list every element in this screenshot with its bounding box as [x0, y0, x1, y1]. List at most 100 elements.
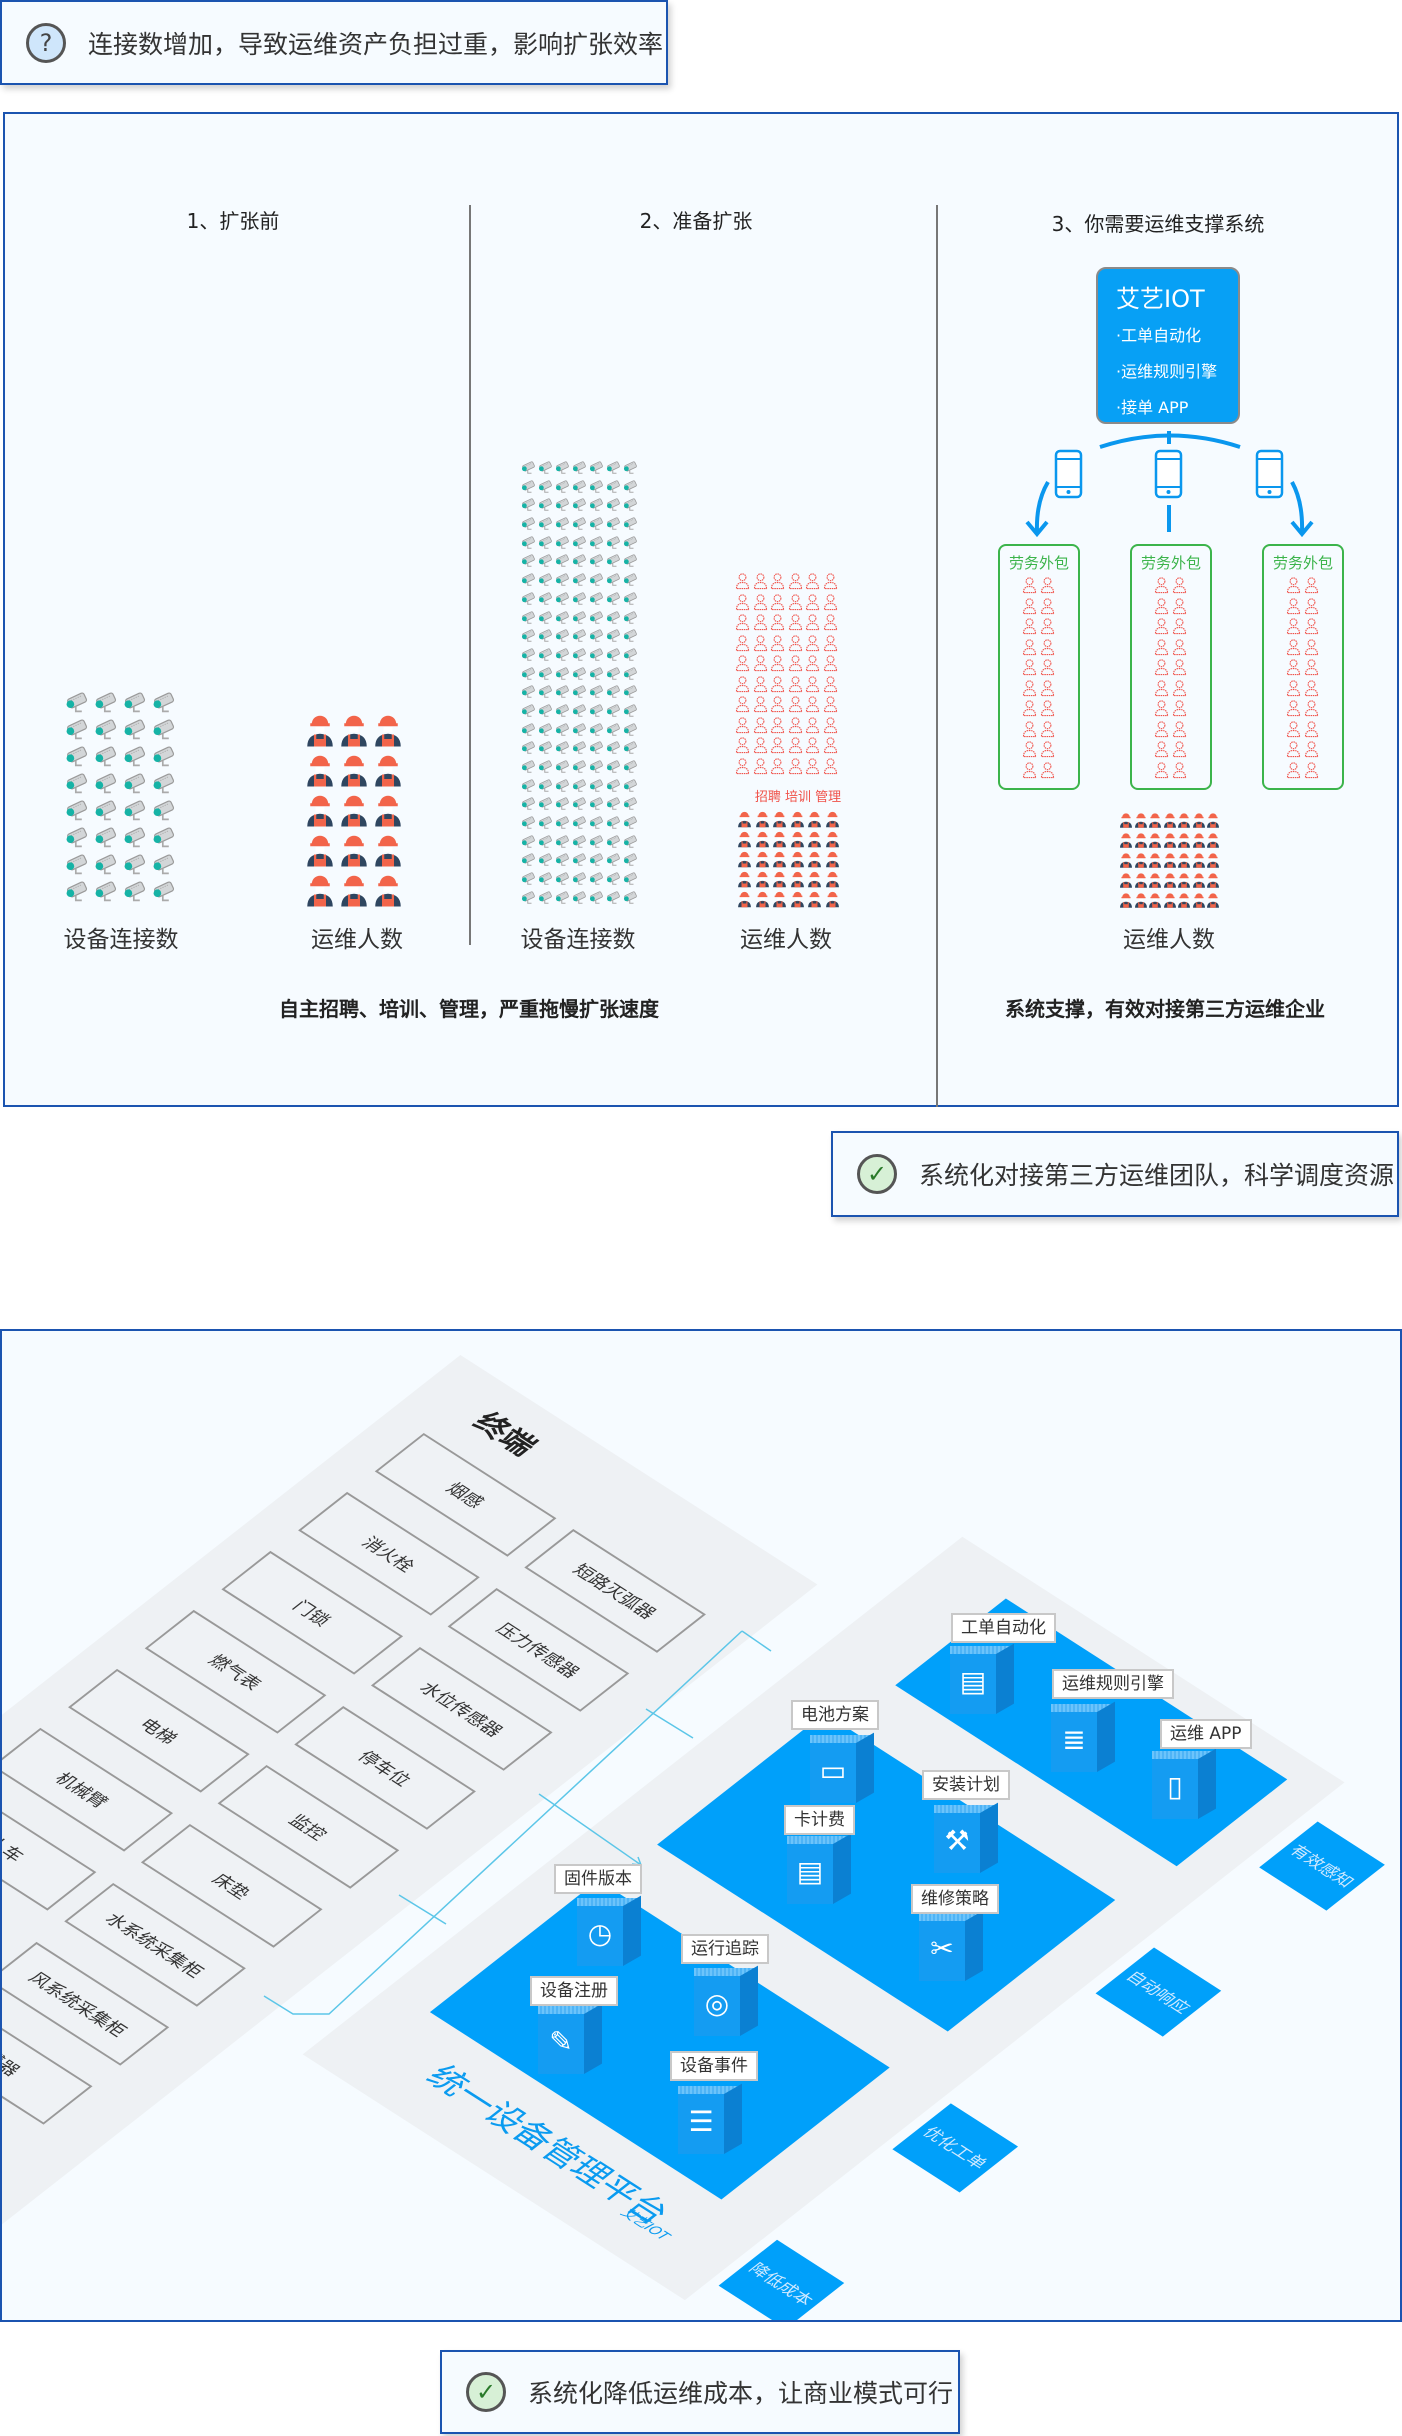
maintenance-worker-icon: [790, 810, 805, 828]
cube-side: [980, 1802, 998, 1873]
camera-device-icon: [606, 835, 621, 849]
camera-device-icon: [589, 835, 604, 849]
tablet-icon: ▯: [1167, 1770, 1183, 1803]
camera-device-icon: [572, 610, 587, 625]
terminal-tile-frame: [64, 1882, 246, 2007]
terminal-tile: 门锁: [221, 1550, 404, 1675]
section-title-prepare: 2、准备扩张: [639, 209, 753, 233]
outsourced-worker-icon: [1286, 740, 1301, 758]
maintenance-worker-icon: [1206, 871, 1220, 889]
outsourced-worker-icon: [788, 634, 803, 652]
camera-device-icon: [589, 891, 604, 905]
outsourced-worker-icon: [805, 757, 820, 775]
camera-device-icon: [572, 573, 587, 587]
iot-system-name: 艾艺IOT: [1116, 285, 1205, 313]
camera-device-icon: [606, 666, 621, 681]
camera-device-icon: [589, 648, 604, 662]
maintenance-worker-icon: [1134, 851, 1148, 869]
camera-device-icon: [65, 800, 89, 822]
camera-device-icon: [589, 797, 604, 811]
module-cube: ☰: [678, 2083, 742, 2154]
outsourced-worker-icon: [805, 572, 820, 590]
camera-device-icon: [538, 517, 553, 531]
camera-device-icon: [538, 853, 553, 867]
maintenance-worker-icon: [1148, 871, 1162, 889]
camera-device-icon: [123, 773, 147, 795]
isometric-diagram: 终端 烟感消火栓门锁燃气表电梯机械臂人车短路灭弧器压力传感器水位传感器停车位监控…: [2, 1355, 1385, 2320]
maintenance-worker-icon: [373, 752, 403, 788]
maintenance-worker-icon: [807, 850, 822, 868]
camera-device-icon: [538, 554, 553, 568]
cube-top: [950, 1646, 1014, 1656]
terminal-tile-frame: [2, 1786, 97, 1911]
camera-device-icon: [538, 816, 553, 830]
module-label: 运行追踪: [681, 1934, 769, 1964]
camera-device-icon: [572, 554, 587, 568]
camera-device-icon: [521, 704, 536, 718]
camera-device-icon: [606, 816, 621, 830]
worker-grid-prepare: [737, 810, 842, 910]
camera-device-icon: [589, 554, 604, 568]
clock-icon: ◷: [587, 1917, 613, 1950]
camera-device-icon: [521, 779, 536, 793]
maintenance-worker-icon: [755, 810, 770, 828]
camera-device-icon: [589, 685, 604, 699]
camera-device-icon: [521, 480, 536, 494]
camera-device-icon: [555, 797, 570, 811]
camera-device-icon: [572, 648, 587, 662]
outsourced-worker-icon: [823, 572, 838, 590]
section-title-before: 1、扩张前: [186, 209, 280, 233]
outsourced-worker-icon: [735, 593, 750, 611]
maintenance-worker-icon: [373, 792, 403, 828]
camera-device-icon: [555, 779, 570, 793]
camera-device-icon: [623, 779, 638, 793]
maintenance-worker-icon: [1163, 831, 1177, 849]
battery-icon: ▭: [819, 1754, 847, 1787]
outsourced-worker-icon: [1154, 638, 1169, 656]
camera-device-icon: [521, 461, 536, 475]
maintenance-worker-icon: [1206, 891, 1220, 909]
outsourced-worker-icon: [753, 613, 768, 631]
wrench-icon: ✂: [930, 1932, 954, 1965]
outsourced-worker-icon: [735, 736, 750, 754]
maintenance-worker-icon: [1177, 891, 1191, 909]
maintenance-worker-icon: [1148, 851, 1162, 869]
outsourced-worker-icon: [823, 736, 838, 754]
benefit-tag: 有效感知: [1259, 1821, 1385, 1911]
camera-device-icon: [555, 517, 570, 531]
outsourced-worker-icon: [1172, 679, 1187, 697]
camera-device-icon: [589, 723, 604, 737]
cube-top: [810, 1735, 874, 1745]
camera-device-icon: [521, 816, 536, 830]
camera-device-icon: [555, 835, 570, 849]
module-label: 运维规则引擎: [1052, 1669, 1174, 1699]
module-cube: ◷: [577, 1895, 641, 1966]
maintenance-worker-icon: [1148, 891, 1162, 909]
outsourced-worker-icon: [1040, 761, 1055, 779]
camera-device-icon: [94, 719, 118, 741]
cube-side: [856, 1732, 874, 1803]
camera-device-icon: [589, 853, 604, 867]
outsourced-worker-icon: [1304, 761, 1319, 779]
outsourced-worker-icon: [1154, 658, 1169, 676]
camera-device-icon: [623, 536, 638, 550]
outsourced-worker-icon: [1022, 638, 1037, 656]
camera-device-icon: [538, 498, 553, 512]
outsourced-worker-icon: [1286, 699, 1301, 717]
camera-device-icon: [123, 692, 147, 714]
worker-count-label: 运维人数: [1123, 927, 1215, 953]
camera-device-icon: [589, 573, 604, 587]
camera-device-icon: [94, 773, 118, 795]
cube-top: [538, 2006, 602, 2016]
cube-front: [1152, 1759, 1198, 1819]
camera-device-icon: [521, 853, 536, 867]
module-label: 卡计费: [784, 1805, 855, 1835]
camera-device-icon: [606, 723, 621, 737]
section-divider: [469, 205, 471, 945]
outsourced-worker-icon: [1172, 638, 1187, 656]
module-cube: ✂: [919, 1910, 983, 1981]
cube-front: [787, 1844, 833, 1904]
outsourced-worker-icon: [805, 634, 820, 652]
module-cube: ⚒: [934, 1802, 998, 1873]
maintenance-worker-icon: [1148, 811, 1162, 829]
